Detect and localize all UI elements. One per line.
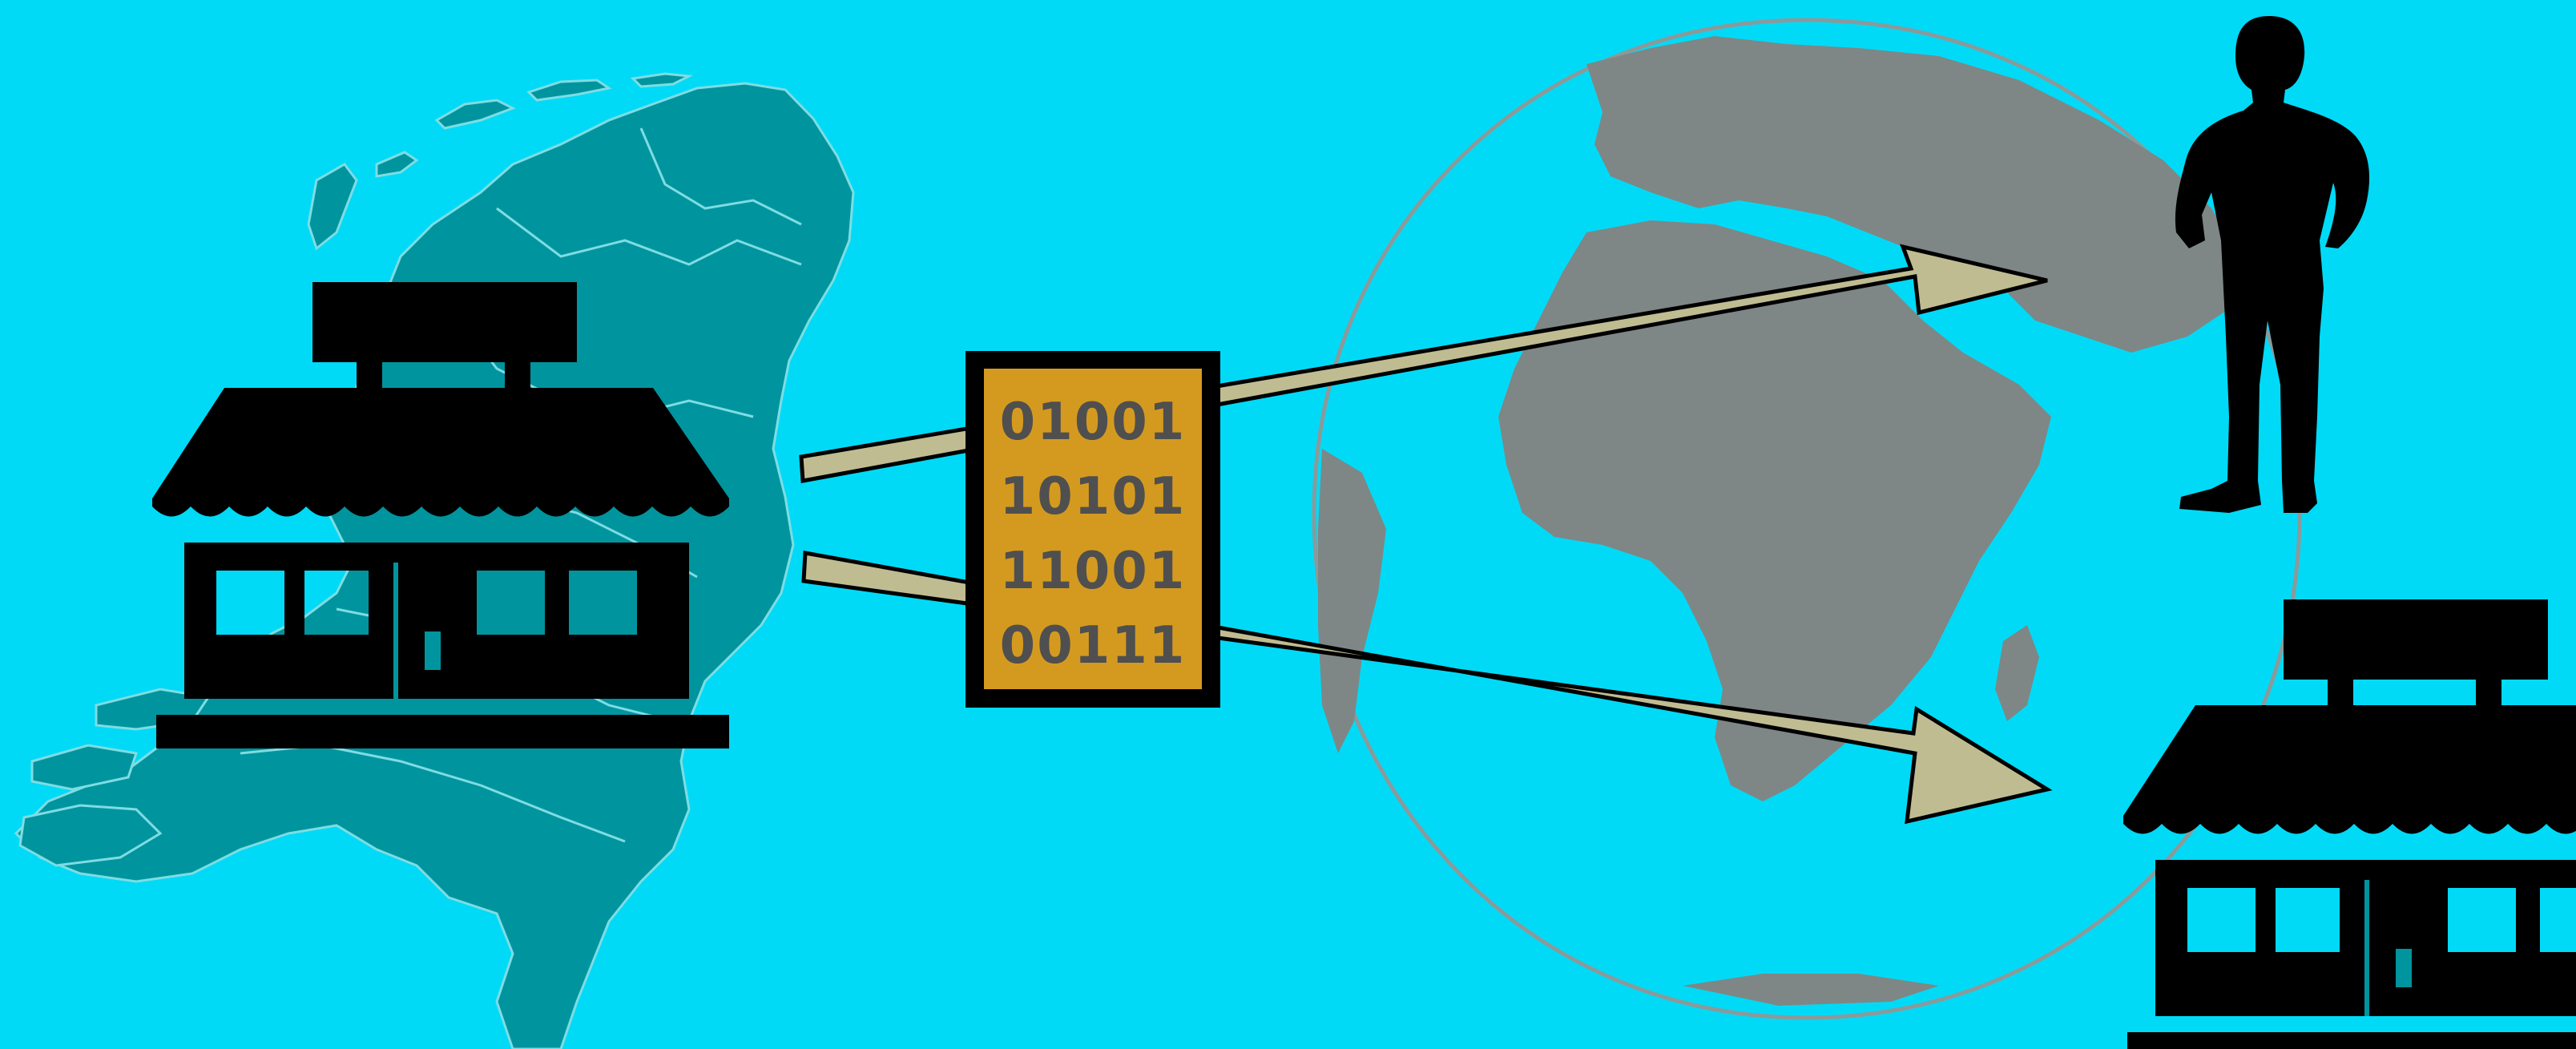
globe-land-europe-asia (1586, 36, 2243, 353)
globe-land-africa (1498, 220, 2051, 801)
globe-land-antarctica (1683, 974, 1939, 1006)
binary-line-3: 11001 (1000, 542, 1187, 601)
binary-line-4: 00111 (1000, 616, 1187, 676)
binary-line-2: 10101 (1000, 467, 1187, 527)
binary-line-1: 01001 (1000, 393, 1187, 452)
binary-data-box: 01001 10101 11001 00111 (965, 351, 1220, 708)
globe-land-south-america (1318, 449, 1386, 753)
wadden-islands (307, 72, 694, 251)
data-box-panel (984, 369, 1202, 689)
globe-land-madagascar (1995, 625, 2039, 721)
person-silhouette-icon (2175, 16, 2370, 513)
